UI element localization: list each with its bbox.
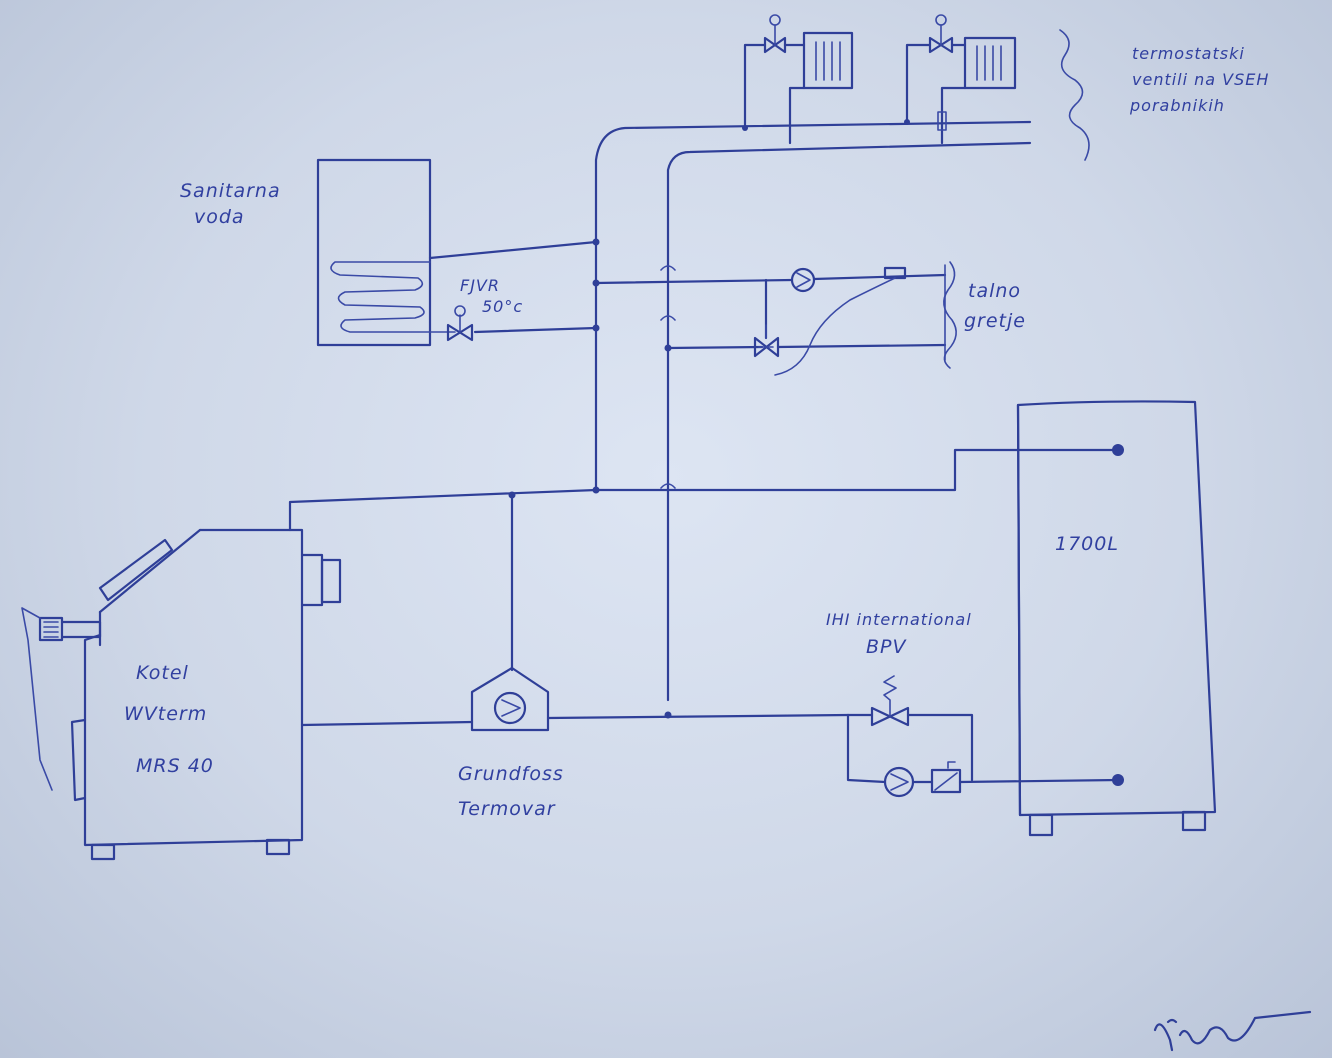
thermostatic-valve-icon bbox=[928, 14, 954, 54]
label-thermostatic-line2: ventili na VSEH bbox=[1132, 70, 1270, 89]
label-floor-heating-line1: talno bbox=[968, 280, 1022, 302]
check-valve-icon bbox=[930, 761, 962, 794]
label-bypass-type: BPV bbox=[866, 636, 907, 658]
floor-heating-pump-icon bbox=[790, 267, 816, 293]
bypass-valve-icon bbox=[870, 675, 910, 727]
label-bypass-maker: IHI international bbox=[826, 610, 972, 629]
label-tank-volume: 1700L bbox=[1055, 533, 1119, 555]
bypass-assembly bbox=[846, 713, 1120, 784]
radiator-1 bbox=[743, 31, 854, 145]
signature-mark bbox=[1153, 1010, 1312, 1052]
storage-tank bbox=[1016, 400, 1217, 837]
boiler-supply-line bbox=[288, 448, 1120, 672]
label-pump-model: Termovar bbox=[458, 798, 556, 820]
label-sanitary-water-line1: Sanitarna bbox=[180, 180, 281, 202]
label-boiler-line2: WVterm bbox=[124, 703, 208, 725]
label-boiler-line3: MRS 40 bbox=[136, 755, 214, 777]
label-boiler-line1: Kotel bbox=[136, 662, 189, 684]
boiler-return-line bbox=[300, 713, 850, 727]
label-thermostatic-line1: termostatski bbox=[1132, 44, 1245, 63]
sanitary-valve-icon bbox=[446, 305, 474, 342]
label-valve-model: FJVR bbox=[460, 276, 500, 295]
radiator-2 bbox=[904, 36, 1017, 145]
circulation-pump bbox=[470, 666, 550, 732]
label-pump-brand: Grundfoss bbox=[458, 763, 564, 785]
charging-pump-icon bbox=[883, 766, 915, 798]
break-line bbox=[1059, 29, 1090, 161]
thermostatic-valve-icon bbox=[763, 14, 787, 54]
floor-heating-loop bbox=[594, 261, 957, 376]
supply-riser bbox=[594, 120, 1032, 702]
boiler bbox=[21, 528, 342, 861]
label-thermostatic-line3: porabnikih bbox=[1130, 96, 1225, 115]
label-floor-heating-line2: gretje bbox=[964, 310, 1026, 332]
label-valve-temperature: 50°c bbox=[482, 297, 524, 316]
mixing-valve-icon bbox=[753, 324, 780, 358]
pipe-junctions bbox=[508, 125, 748, 719]
sanitary-water-tank bbox=[316, 158, 598, 347]
label-sanitary-water-line2: voda bbox=[194, 206, 245, 228]
